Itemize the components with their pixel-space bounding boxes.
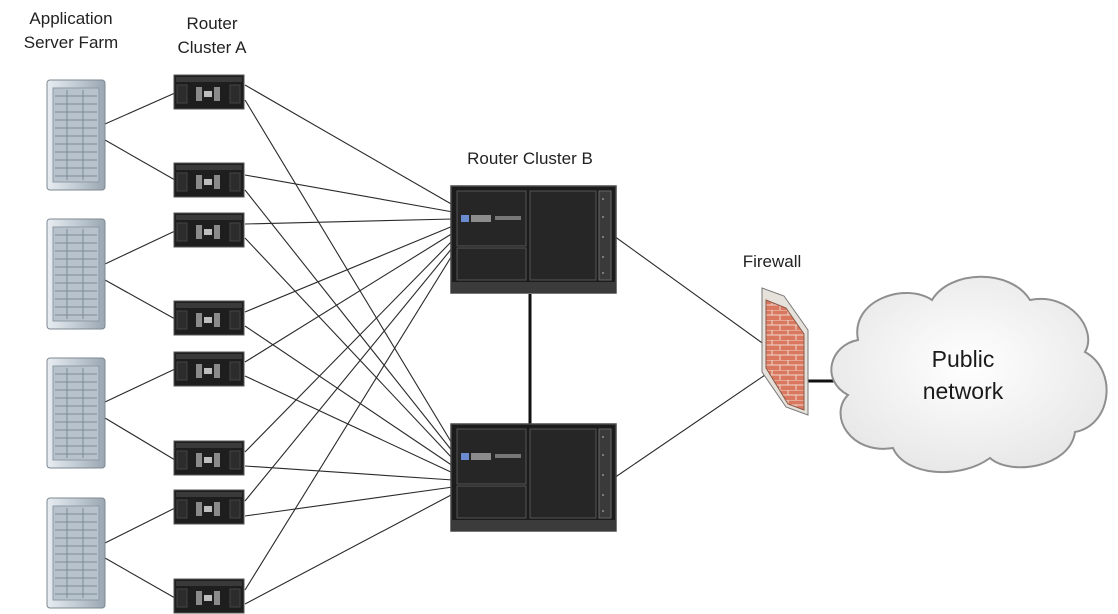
server-farm-label-line1: Application xyxy=(29,9,112,28)
router-a xyxy=(173,74,245,110)
router-cluster-b xyxy=(450,185,617,532)
cloud-label-line1: Public xyxy=(932,346,995,372)
router-b-chassis xyxy=(450,423,617,532)
server-tower xyxy=(46,79,106,191)
cluster-b-label: Router Cluster B xyxy=(467,149,593,168)
router-a xyxy=(173,440,245,476)
server-tower xyxy=(46,218,106,330)
router-a xyxy=(173,351,245,387)
firewall-icon xyxy=(761,287,809,416)
router-a xyxy=(173,162,245,198)
cluster-a-label-line2: Cluster A xyxy=(178,38,248,57)
router-a xyxy=(173,212,245,248)
router-a xyxy=(173,578,245,614)
server-tower xyxy=(46,357,106,469)
server-farm-label-line2: Server Farm xyxy=(24,33,118,52)
cloud-label-line2: network xyxy=(923,378,1004,404)
router-cluster-a xyxy=(173,74,245,614)
server-tower xyxy=(46,497,106,609)
application-server-farm xyxy=(46,79,106,609)
router-b-chassis xyxy=(450,185,617,294)
router-a xyxy=(173,489,245,525)
public-network-cloud-icon xyxy=(830,275,1108,474)
cluster-a-label-line1: Router xyxy=(186,14,237,33)
firewall-label: Firewall xyxy=(743,252,802,271)
connection-links xyxy=(104,84,845,605)
router-a xyxy=(173,300,245,336)
